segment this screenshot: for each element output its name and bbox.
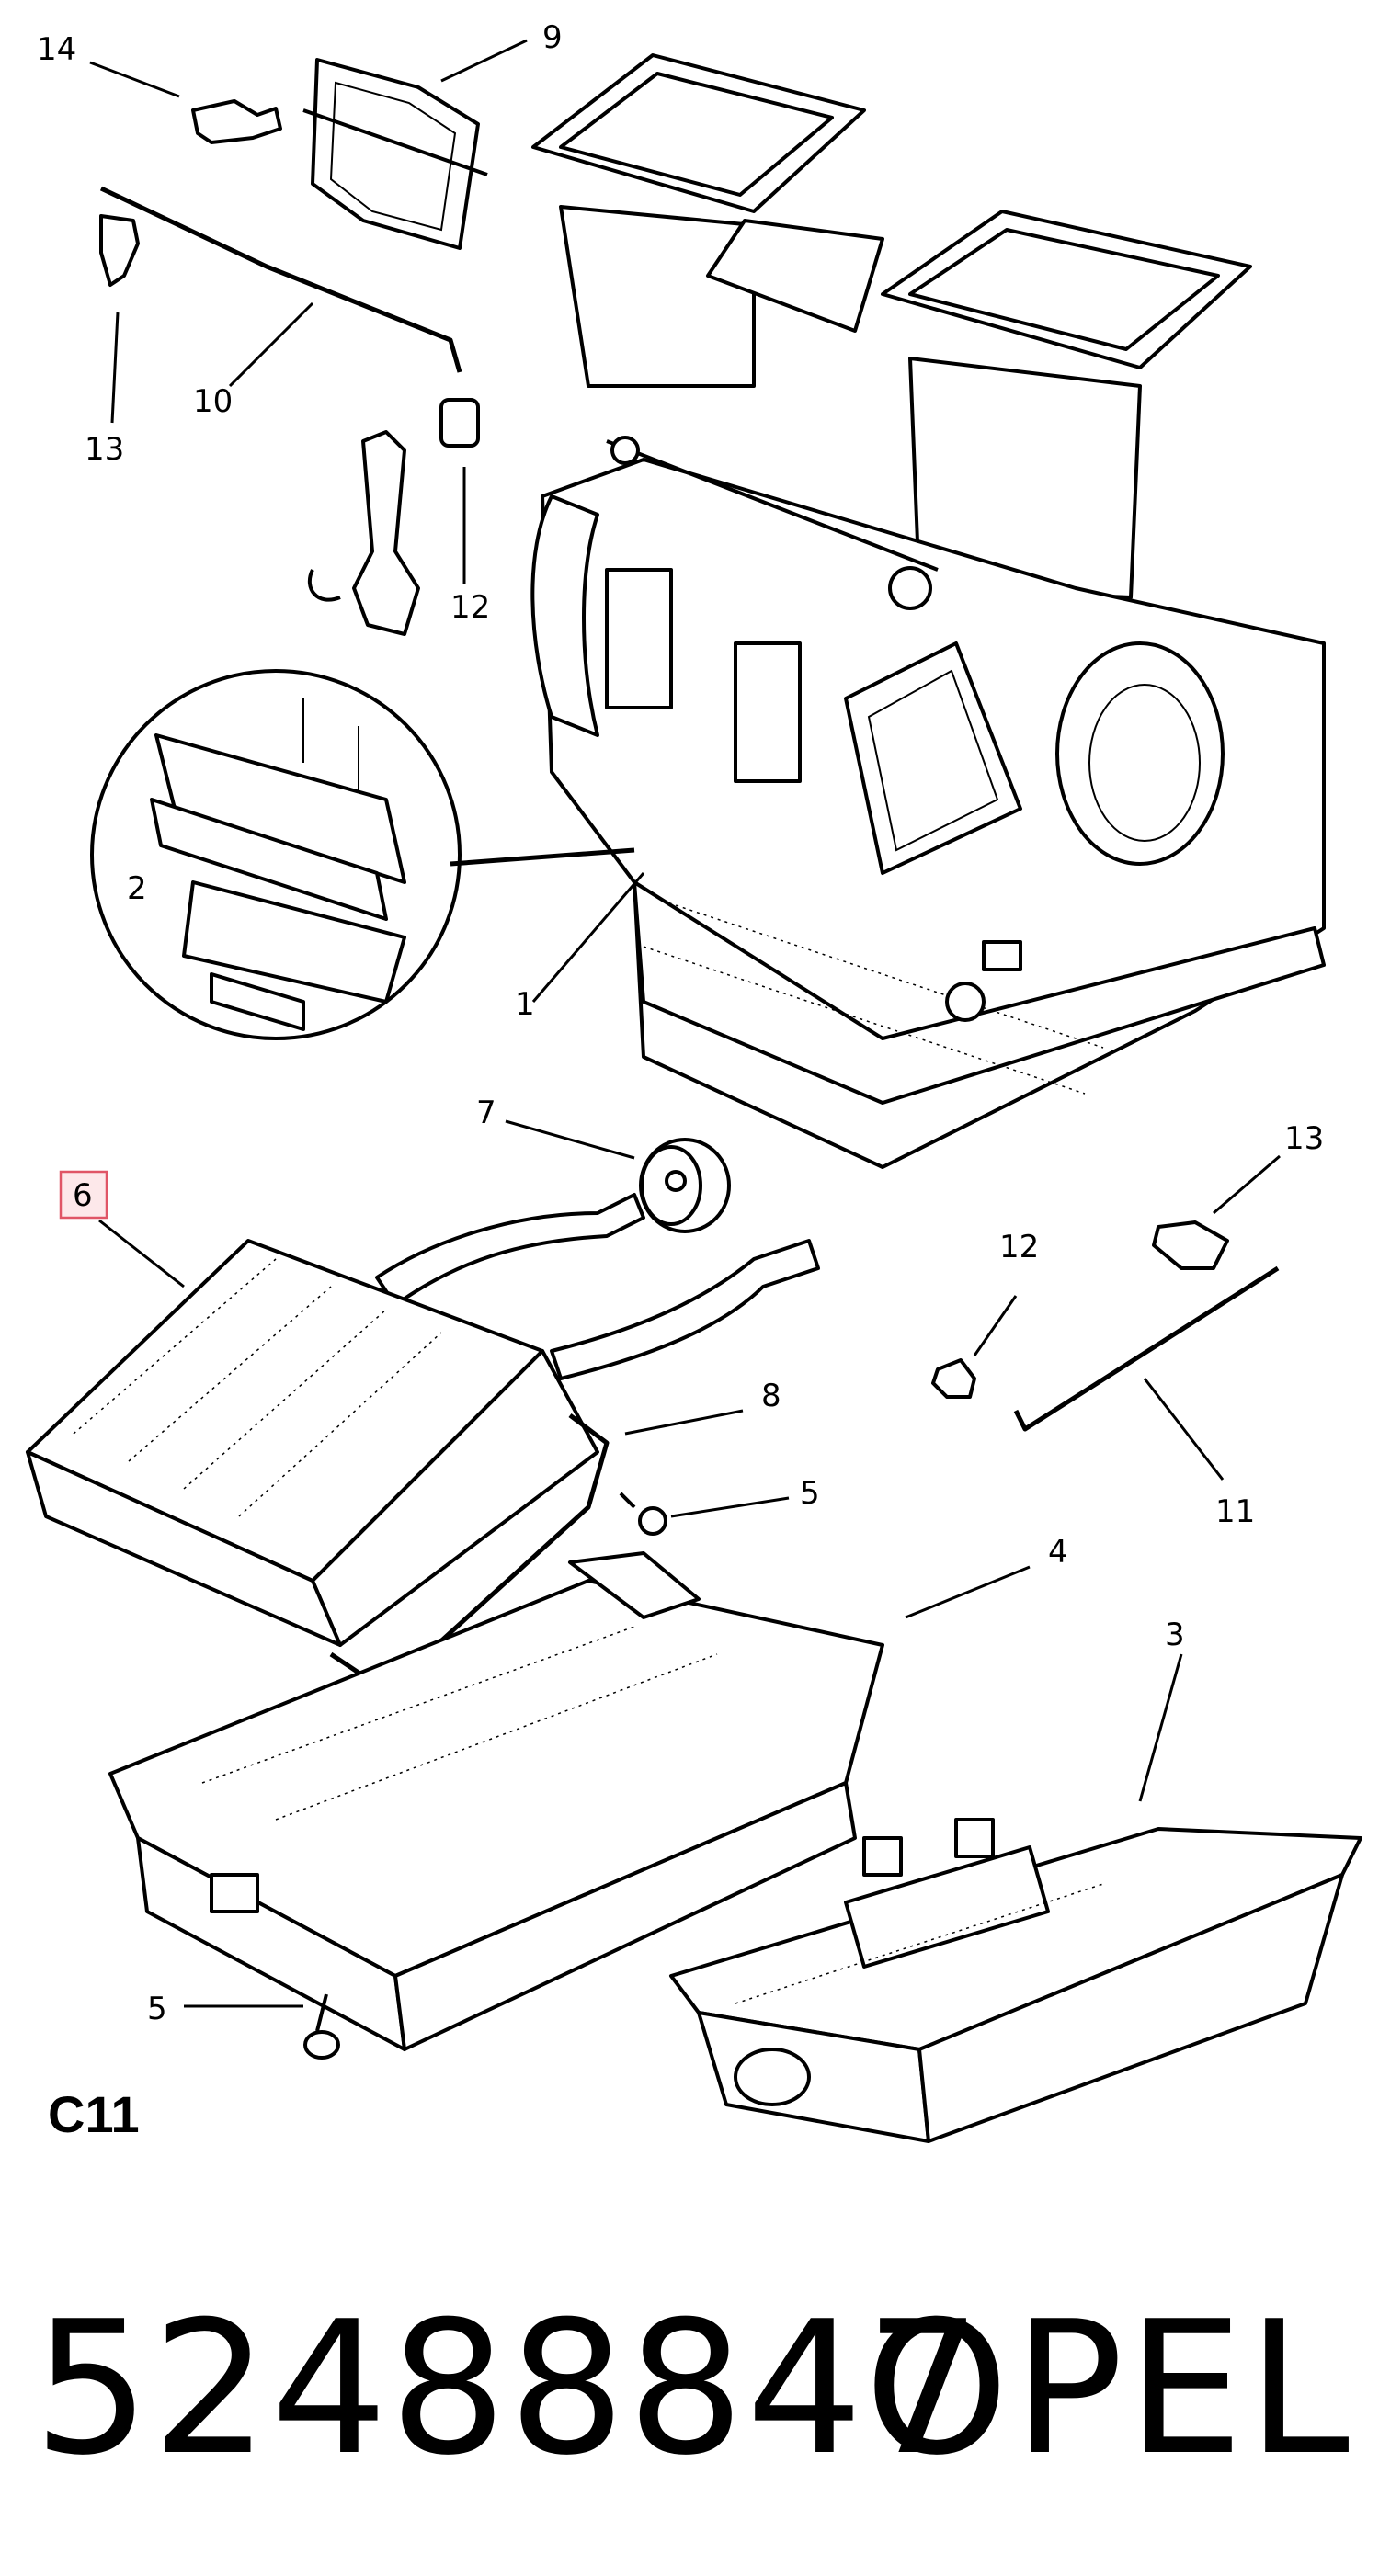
callout-labels: 14 9 13 10 12 2 1 7 6 13 12 8 5 4 11 3 5	[37, 19, 1324, 2027]
hardware-top-left	[99, 58, 488, 636]
screw-part-5-upper	[619, 1492, 667, 1536]
callout-2: 2	[127, 870, 147, 907]
callout-14: 14	[37, 31, 76, 68]
callout-5-lower: 5	[147, 1991, 167, 2027]
callout-8: 8	[761, 1378, 781, 1414]
inset-detail-part-2	[90, 669, 635, 1040]
leader-lines	[89, 39, 1281, 2008]
callout-12: 12	[450, 589, 490, 626]
callout-5-upper: 5	[800, 1475, 820, 1512]
callout-12-right: 12	[999, 1229, 1039, 1265]
callout-9: 9	[542, 19, 563, 56]
hardware-right	[931, 1220, 1280, 1432]
callout-13-right: 13	[1284, 1120, 1324, 1157]
diagram-code: C11	[48, 2085, 140, 2143]
grommet-part-7	[639, 1138, 731, 1233]
heater-housing-part-1	[530, 53, 1326, 1169]
screw-part-5-lower	[303, 1993, 340, 2060]
callout-7: 7	[476, 1095, 496, 1131]
part-number: 52488847	[33, 2282, 984, 2496]
callout-11: 11	[1215, 1493, 1255, 1530]
callout-6-highlight	[59, 1170, 108, 1220]
callout-6: 6	[73, 1177, 93, 1214]
callout-4: 4	[1048, 1534, 1068, 1571]
blower-tray-part-3	[669, 1818, 1362, 2143]
callout-13: 13	[85, 431, 124, 468]
callout-10: 10	[193, 383, 233, 420]
lower-housing-part-4	[108, 1551, 884, 2051]
callout-3: 3	[1165, 1617, 1185, 1653]
brand-name: OPEL	[864, 2282, 1353, 2496]
callout-1: 1	[515, 986, 535, 1023]
